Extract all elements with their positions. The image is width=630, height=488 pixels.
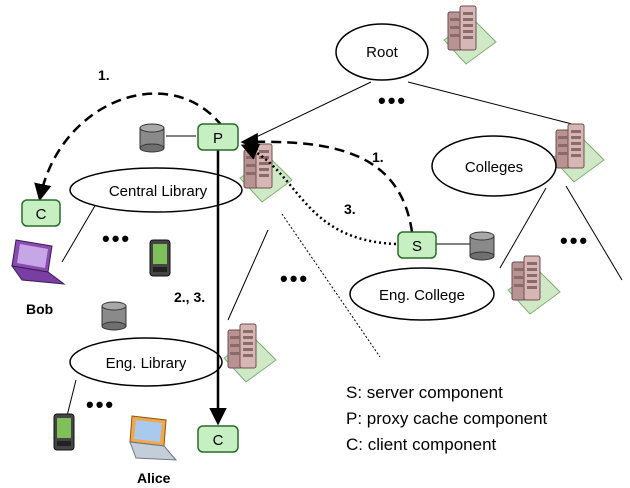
person-label-bob: Bob: [26, 301, 53, 317]
node-colleges-label: Colleges: [465, 159, 523, 176]
edge-central-left: [61, 203, 97, 263]
proxy-component-label: P: [213, 130, 223, 147]
node-eng-college: Eng. College: [349, 267, 495, 321]
ellipsis-englib: •••: [86, 392, 115, 417]
edge-root-proxy: [249, 81, 372, 141]
step-label-down-to-alice: 2., 3.: [174, 289, 205, 305]
ellipsis-colleges: •••: [560, 228, 589, 253]
arrow-server-to-proxy-dotted: [240, 143, 397, 246]
alice-laptop-icon: [129, 415, 178, 461]
step-label-server-dotted: 3.: [344, 201, 356, 217]
proxy-server-icon: [239, 143, 293, 203]
client-component-alice: C: [197, 425, 239, 453]
legend-proxy: P: proxy cache component: [346, 409, 548, 428]
proxy-component: P: [197, 123, 239, 151]
colleges-server-icon: [551, 123, 605, 183]
engcollege-server-icon: [507, 255, 561, 315]
server-database-icon: [469, 231, 495, 261]
central-pda-icon: [149, 239, 171, 277]
node-central-library-label: Central Library: [109, 183, 208, 200]
server-component: S: [397, 231, 437, 259]
client-component-bob: C: [21, 199, 61, 227]
person-label-alice: Alice: [137, 470, 171, 486]
step-label-to-bob: 1.: [98, 67, 110, 83]
englib-pda-icon: [53, 413, 75, 451]
arrow-proxy-to-bob: [34, 92, 223, 202]
node-central-library: Central Library: [69, 167, 243, 213]
root-server-icon: [443, 5, 497, 65]
edge-englib-left: [65, 379, 77, 421]
edge-root-colleges: [407, 81, 573, 125]
server-component-label: S: [412, 238, 422, 255]
edge-central-right: [227, 229, 269, 321]
node-eng-library-label: Eng. Library: [106, 355, 187, 372]
arrow-server-to-proxy-dashed: [240, 132, 414, 233]
englibrary-database-icon: [101, 301, 127, 331]
edge-central-rightmost: [281, 213, 381, 358]
legend-server: S: server component: [346, 383, 503, 402]
node-colleges: Colleges: [431, 135, 557, 197]
node-root-label: Root: [366, 44, 399, 61]
node-eng-college-label: Eng. College: [379, 287, 465, 304]
proxy-database-icon: [139, 123, 165, 153]
client-component-alice-label: C: [213, 432, 224, 449]
edge-colleges-left: [499, 187, 547, 269]
ellipsis-central: •••: [102, 226, 131, 251]
edge-colleges-right: [565, 185, 623, 281]
bob-laptop-icon: [10, 239, 66, 285]
ellipsis-proxy-right: •••: [280, 266, 309, 291]
englibrary-server-icon: [223, 323, 277, 383]
legend: S: server component P: proxy cache compo…: [346, 383, 548, 454]
node-root: Root: [335, 23, 429, 81]
client-component-bob-label: C: [36, 206, 47, 223]
ellipsis-root: •••: [378, 88, 407, 113]
node-eng-library: Eng. Library: [69, 337, 223, 387]
step-label-server-dashed: 1.: [372, 149, 384, 165]
legend-client: C: client component: [346, 435, 497, 454]
